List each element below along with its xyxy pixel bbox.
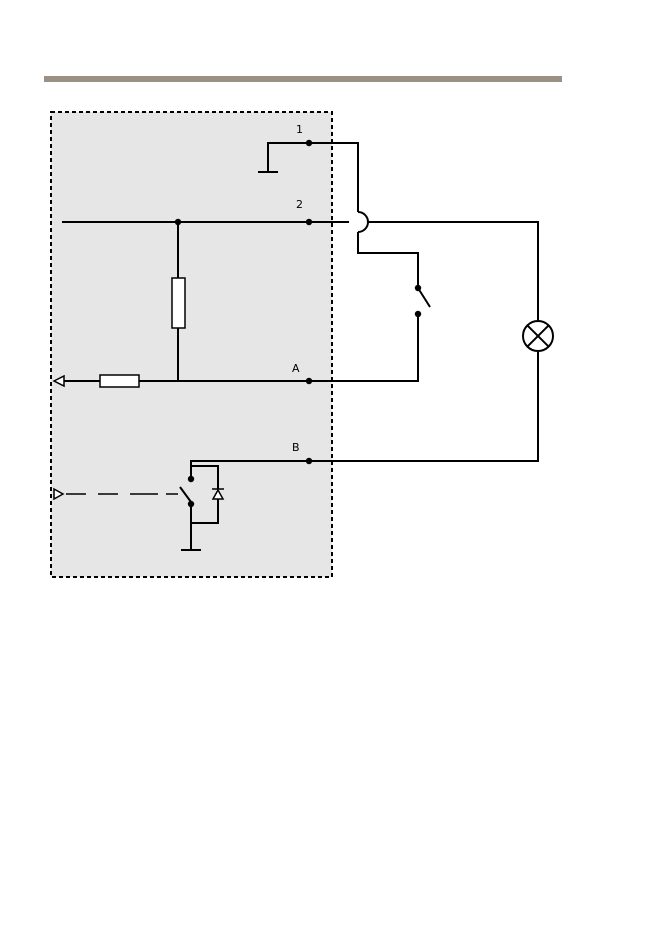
wire-to-switch [358, 232, 418, 285]
external-switch [418, 288, 430, 307]
switch-contact-top [415, 285, 421, 291]
pullup-resistor-icon [172, 278, 185, 328]
terminal-label-1: 1 [296, 123, 303, 136]
junction-pullup [175, 219, 181, 225]
junction-t1 [306, 140, 312, 146]
terminal-label-2: 2 [296, 198, 303, 211]
wire-t2-lamp [367, 222, 538, 320]
switch-icon [418, 288, 430, 307]
terminal-label-a: A [292, 362, 300, 375]
relay-contact-bottom [188, 501, 194, 507]
junction-a [306, 378, 312, 384]
wire-lamp-b [309, 352, 538, 461]
wire-crossover-hop [358, 212, 368, 232]
switch-contact-bottom [415, 311, 421, 317]
lamp-icon [523, 321, 553, 351]
relay-contact-top [188, 476, 194, 482]
junction-t2 [306, 219, 312, 225]
junction-b [306, 458, 312, 464]
terminal-label-b: B [292, 441, 300, 454]
series-resistor-icon [100, 375, 139, 387]
